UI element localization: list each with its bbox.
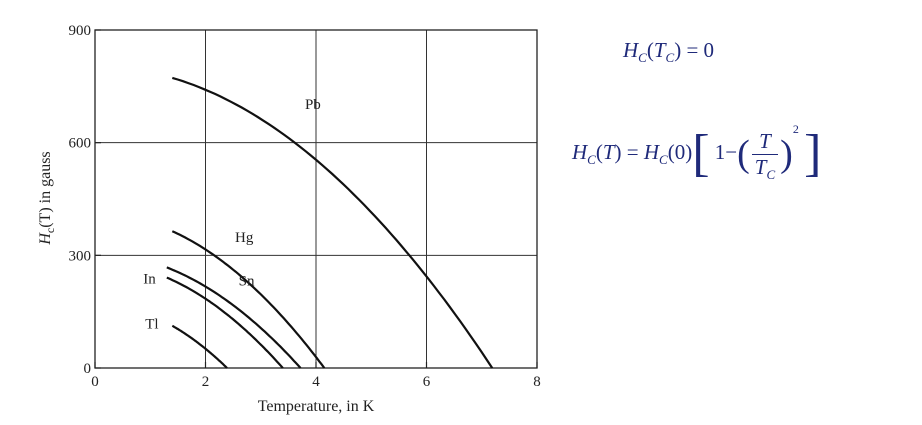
tick-labels: 0 2 4 6 8 0 300 600 900 [69, 23, 541, 390]
eq1-equals-zero: = 0 [686, 38, 715, 62]
y-tick-label-600: 600 [69, 136, 92, 152]
eq2-fraction-denominator: TC [752, 154, 778, 182]
eq2-fraction-numerator: T [751, 129, 779, 155]
series-label-tl: Tl [145, 317, 158, 333]
curve-sn [166, 266, 302, 369]
eq2-C: C [587, 152, 596, 167]
eq1-T: T [653, 38, 666, 62]
x-tick-label-4: 4 [312, 374, 320, 390]
eq2-C0: C [659, 152, 668, 167]
eq1-C: C [638, 50, 647, 65]
eq2-bracket-close: ] [804, 125, 822, 183]
y-axis-label-sub: c [43, 228, 57, 233]
eq2-H: H [572, 140, 588, 164]
eq2-equals: = [626, 140, 639, 164]
eq2-den-C: C [766, 166, 776, 182]
series-label-in: In [143, 272, 156, 288]
y-tick-label-900: 900 [69, 23, 92, 39]
eq1-H: H [623, 38, 639, 62]
x-tick-label-6: 6 [423, 374, 431, 390]
y-tick-label-0: 0 [84, 361, 92, 377]
eq1-close-paren: ) [674, 38, 682, 62]
curve-pb [171, 76, 494, 369]
eq1-open-paren: ( [646, 38, 654, 62]
eq2-T: T [602, 140, 615, 164]
eq2-paren-close: ) [614, 140, 622, 164]
eq2-bracket-open: [ [692, 125, 710, 183]
eq2-den-T: T [754, 154, 767, 179]
y-axis-label-rest: (T) in gauss [37, 151, 54, 227]
x-axis-label: Temperature, in K [258, 398, 375, 415]
eq2-one: 1 [714, 140, 726, 164]
eq2-power: 2 [792, 122, 799, 136]
eq2-paren-close-frac: ) [780, 133, 793, 176]
eq2-paren-open-frac: ( [737, 133, 750, 176]
series-label-sn: Sn [239, 273, 255, 289]
curve-in [166, 276, 284, 369]
axes [94, 29, 538, 369]
equation-boundary: HC(TC) = 0 [623, 38, 715, 65]
grid [95, 30, 537, 368]
eq2-H0: H [643, 140, 660, 164]
curve-hg [171, 230, 326, 369]
eq2-paren-open: ( [595, 140, 603, 164]
y-tick-label-300: 300 [69, 248, 92, 264]
x-tick-label-8: 8 [533, 374, 541, 390]
curve-tl [171, 324, 228, 369]
x-tick-label-2: 2 [202, 374, 210, 390]
series-label-pb: Pb [305, 97, 321, 113]
eq2-zero: 0 [674, 140, 686, 164]
eq1-Tc-sub: C [665, 50, 675, 65]
y-axis-label-main: H [37, 232, 54, 246]
x-tick-label-0: 0 [91, 374, 99, 390]
eq2-paren-open-0: ( [667, 140, 675, 164]
eq2-minus: − [725, 140, 738, 164]
plot-frame [94, 29, 538, 369]
series-label-hg: Hg [235, 230, 254, 246]
eq2-paren-close-0: ) [685, 140, 693, 164]
series-curves [166, 76, 494, 369]
y-axis-label: Hc(T) in gauss [37, 151, 57, 245]
